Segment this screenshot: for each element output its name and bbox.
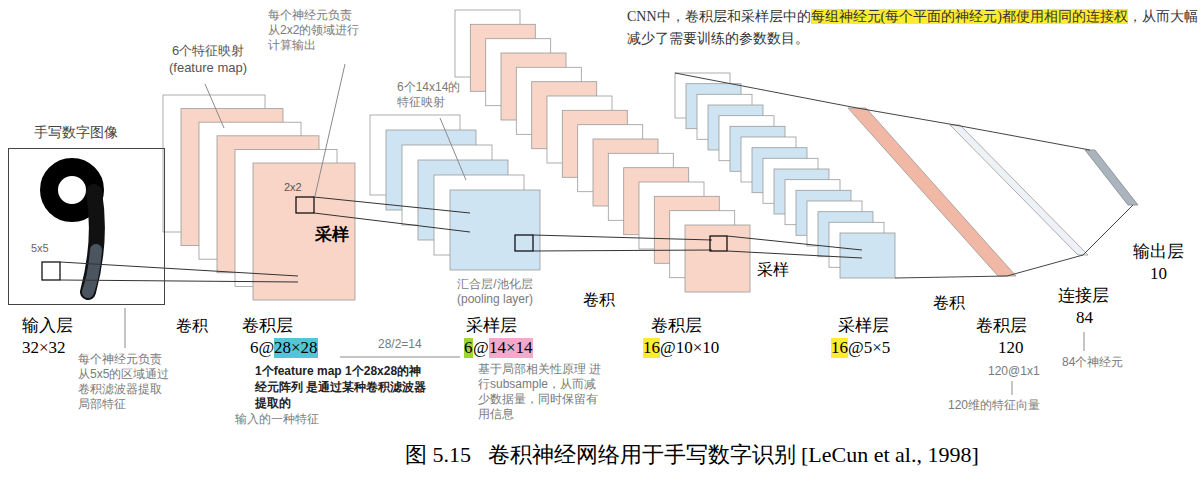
projection-line xyxy=(533,250,712,251)
leader-line xyxy=(1012,381,1013,395)
kernel-size: 2x2 xyxy=(284,180,302,195)
annotation: 基于局部相关性原理 进行subsample，从而减 少数据量，同时保留有 用信息 xyxy=(478,362,610,422)
kernel-window xyxy=(515,235,533,251)
layer-size: 16 xyxy=(831,338,848,358)
layer-size: 6@ xyxy=(250,338,274,358)
kernel-window xyxy=(42,262,60,280)
feature-map-plane xyxy=(685,225,750,292)
leader-line xyxy=(315,64,345,196)
projection-line xyxy=(675,73,1090,150)
operation-label: 卷积 xyxy=(933,293,965,313)
annotation: 每个神经元负责 从2x2的领域进行 计算输出 xyxy=(268,8,364,53)
digit-stroke xyxy=(88,250,96,292)
fully-connected-bands xyxy=(675,73,1138,278)
digit-image xyxy=(49,167,97,292)
image-title: 手写数字图像 xyxy=(34,125,118,140)
annotation: 每个神经元负责 从5x5的区域通过 卷积滤波器提取 局部特征 xyxy=(78,352,174,412)
c5-band xyxy=(848,108,1016,276)
layer-size: 16 xyxy=(643,338,660,358)
annotation: 120@1x1 xyxy=(988,364,1040,379)
layer-size: 10 xyxy=(1150,264,1167,284)
layer-size: 28×28 xyxy=(274,338,318,358)
feature-map-plane xyxy=(253,163,355,300)
leader-line xyxy=(205,84,224,128)
kernel-window xyxy=(296,197,314,213)
layer-size: 120 xyxy=(998,338,1024,358)
layer-size: @10×10 xyxy=(660,338,719,358)
layer-name: 采样层 xyxy=(466,316,517,336)
layer-name: 输入层 xyxy=(22,316,73,336)
kernel-window xyxy=(710,236,727,251)
receptive-fields xyxy=(42,197,862,282)
leader-line xyxy=(125,308,126,348)
layer-size: @5×5 xyxy=(848,338,890,358)
projection-line xyxy=(60,262,298,276)
note-text: CNN中，卷积层和采样层中的 xyxy=(627,9,811,24)
note-text: 每组神经元(每个平面的神经元)都使用相同的连接权 xyxy=(811,9,1128,24)
layer-name: 卷积层 xyxy=(976,316,1027,336)
note-paragraph: CNN中，卷积层和采样层中的每组神经元(每个平面的神经元)都使用相同的连接权，从… xyxy=(627,6,1199,50)
feature-map-plane xyxy=(450,190,540,270)
feature-map-stacks xyxy=(163,10,895,300)
projection-line xyxy=(727,251,862,258)
layer-size: 32×32 xyxy=(22,338,66,358)
input-image-box: 手写数字图像5x5 xyxy=(8,148,165,305)
feature-map-plane xyxy=(840,233,895,278)
layer-name: 采样层 xyxy=(838,316,889,336)
projection-line xyxy=(60,280,298,282)
leader-line xyxy=(1084,332,1085,351)
digit-stroke xyxy=(88,192,97,292)
layer-size: 84 xyxy=(1076,308,1093,328)
layer-size: @ xyxy=(473,338,489,358)
leader-line xyxy=(340,357,460,358)
projection-line xyxy=(727,236,862,250)
figure-caption: 图 5.15 卷积神经网络用于手写数字识别 [LeCun et al., 199… xyxy=(405,442,979,468)
operation-label: 采样 xyxy=(315,225,349,245)
layer-name: 连接层 xyxy=(1058,286,1109,306)
layer-name: 输出层 xyxy=(1133,242,1184,262)
annotation: 6个14x14的 特征映射 xyxy=(397,80,469,110)
output-band xyxy=(1085,150,1138,205)
layer-size: 14×14 xyxy=(489,338,533,358)
operation-label: 卷积 xyxy=(176,316,208,336)
layer-name: 卷积层 xyxy=(651,316,702,336)
annotation: 120维的特征向量 xyxy=(948,398,1040,413)
projection-line xyxy=(314,197,470,213)
annotation: 1个feature map 1个28x28的神经元阵列 是通过某种卷积滤波器提取… xyxy=(255,363,433,411)
operation-label: 采样 xyxy=(757,260,789,280)
f6-band xyxy=(950,125,1088,255)
annotation: 输入的一种特征 xyxy=(235,412,319,427)
feature-map-plane: 2x2 采样 xyxy=(253,163,355,300)
projection-line xyxy=(895,205,1133,278)
annotation: 汇合层/池化层 (pooling layer) xyxy=(443,277,547,307)
annotation: 6个特征映射 (feature map) xyxy=(158,42,258,76)
annotation: 84个神经元 xyxy=(1062,355,1123,370)
operation-label: 卷积 xyxy=(583,290,615,310)
annotation: 28/2=14 xyxy=(378,337,422,352)
annotation-leaders xyxy=(125,64,1084,395)
layer-name: 卷积层 xyxy=(242,316,293,336)
projection-line xyxy=(533,235,712,240)
leader-line xyxy=(440,118,466,180)
layer-size: 6 xyxy=(464,338,473,358)
kernel-size: 5x5 xyxy=(31,241,49,256)
